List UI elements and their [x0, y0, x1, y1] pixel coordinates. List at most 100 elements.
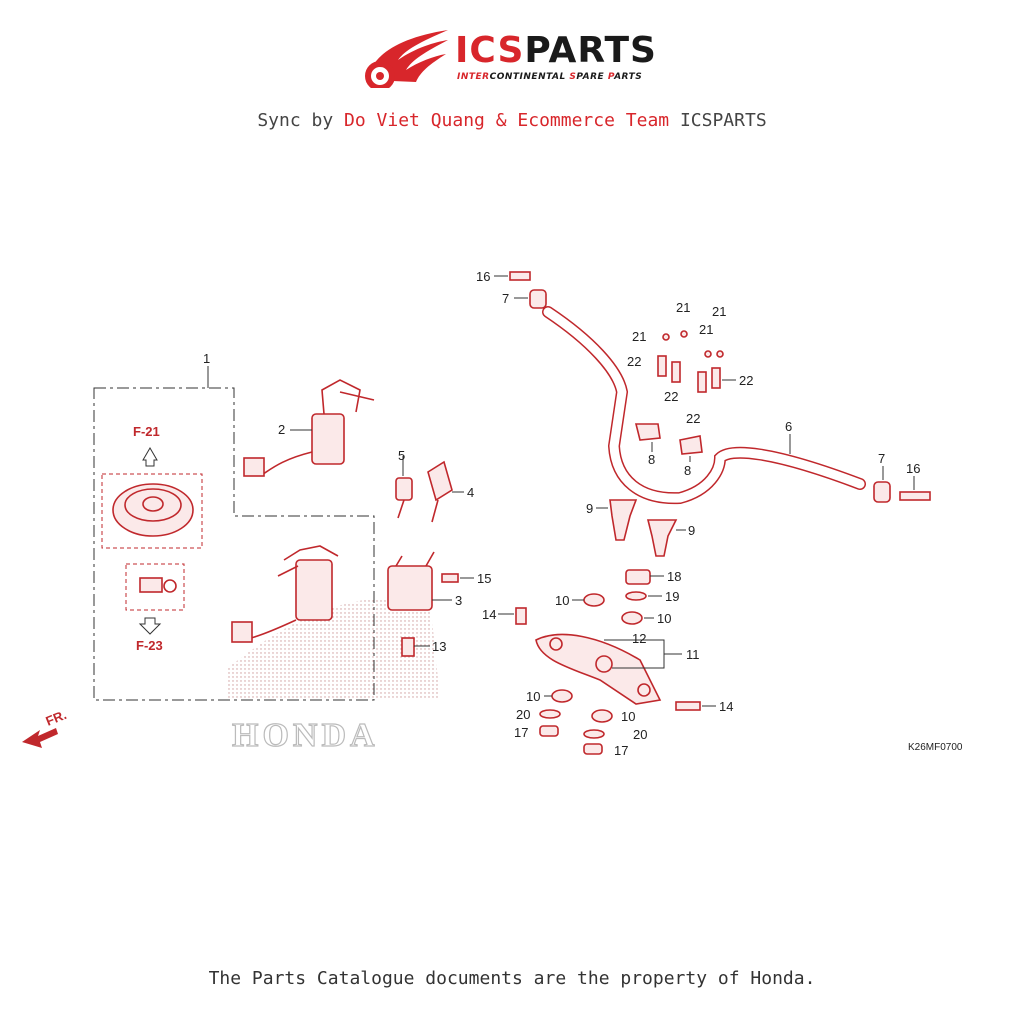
lower-holder-icon — [609, 499, 638, 541]
part-label: 3 — [455, 593, 462, 608]
bar-end-weight-icon — [873, 481, 891, 503]
part-label: 21 — [712, 304, 726, 319]
part-label: 22 — [664, 389, 678, 404]
part-label: 18 — [667, 569, 681, 584]
stem-nut-icon — [625, 569, 651, 585]
rubber-icon — [551, 689, 573, 703]
part-label: 11 — [686, 647, 700, 662]
part-label: 14 — [482, 607, 496, 622]
part-label: 2 — [278, 422, 285, 437]
tagline-part: INTER — [457, 72, 490, 82]
holder-bolt-icon — [711, 367, 721, 389]
part-label: 6 — [785, 419, 792, 434]
nut-icon — [583, 743, 603, 755]
brand-suffix: PARTS — [524, 30, 657, 71]
washer-icon — [680, 330, 688, 338]
screw-icon — [441, 573, 459, 583]
ignition-switch-icon — [311, 413, 345, 465]
switch-connector-icon — [243, 457, 265, 477]
part-label: 20 — [516, 707, 530, 722]
tagline-part: PARE — [576, 72, 608, 82]
sync-credit: Sync by Do Viet Quang & Ecommerce Team I… — [0, 110, 1024, 131]
part-label: 21 — [676, 300, 690, 315]
ref-f21: F-21 — [133, 424, 160, 439]
part-label: 1 — [203, 351, 210, 366]
clip-icon — [401, 637, 415, 657]
washer-icon — [716, 350, 724, 358]
part-label: 17 — [614, 743, 628, 758]
arrow-up-icon — [142, 447, 158, 467]
part-label: 22 — [627, 354, 641, 369]
rubber-icon — [591, 709, 613, 723]
bar-end-bolt-icon — [899, 491, 931, 501]
part-label: 17 — [514, 725, 528, 740]
part-label: 16 — [906, 461, 920, 476]
washer-icon — [539, 709, 561, 719]
key-fob-icon — [427, 460, 453, 502]
tagline-part: CONTINENTAL — [489, 72, 570, 82]
sync-suffix: ICSPARTS — [669, 110, 767, 131]
handlebar-holder-icon — [679, 435, 703, 455]
pinch-bolt-icon — [515, 607, 527, 625]
holder-bolt-icon — [697, 371, 707, 393]
lower-holder-icon — [646, 519, 678, 557]
part-label: 16 — [476, 269, 490, 284]
part-label: 7 — [502, 291, 509, 306]
honda-wing-watermark — [228, 597, 440, 700]
ref-f23: F-23 — [136, 638, 163, 653]
sync-prefix: Sync by — [257, 110, 345, 131]
brand-prefix: ICS — [455, 30, 525, 71]
part-label: 4 — [467, 485, 474, 500]
fuel-cap-box — [101, 473, 203, 549]
washer-icon — [662, 333, 670, 341]
front-direction-label: FR. — [44, 707, 69, 729]
part-label: 21 — [632, 329, 646, 344]
part-label: 20 — [633, 727, 647, 742]
part-label: 19 — [665, 589, 679, 604]
honda-watermark-text: HONDA — [232, 717, 379, 754]
part-label: 9 — [586, 501, 593, 516]
ignition-assembly-icon — [295, 559, 333, 621]
lock-cylinder-icon — [139, 577, 163, 593]
front-direction-arrow-icon — [22, 728, 58, 748]
switch-body-icon — [387, 565, 433, 611]
handlebar-holder-icon — [634, 423, 661, 441]
part-label: 14 — [719, 699, 733, 714]
cylinder-box — [125, 563, 185, 611]
set-bracket — [93, 387, 375, 701]
part-label: 10 — [526, 689, 540, 704]
footer-notice: The Parts Catalogue documents are the pr… — [208, 968, 816, 989]
part-label: 12 — [632, 631, 646, 646]
part-label: 10 — [657, 611, 671, 626]
part-label: 21 — [699, 322, 713, 337]
holder-bolt-icon — [657, 355, 667, 377]
part-label: 8 — [648, 452, 655, 467]
washer-icon — [625, 591, 647, 601]
part-label: 10 — [555, 593, 569, 608]
tagline-part: S — [569, 72, 577, 82]
part-label: 5 — [398, 448, 405, 463]
icsparts-logo-wing-icon — [365, 30, 448, 88]
key-icon — [395, 477, 413, 501]
brand-name: ICSPARTS — [455, 30, 657, 71]
part-label: 22 — [686, 411, 700, 426]
bar-end-weight-icon — [529, 289, 547, 309]
rubber-icon — [621, 611, 643, 625]
arrow-down-icon — [138, 617, 162, 635]
washer-icon — [704, 350, 712, 358]
part-label: 13 — [432, 639, 446, 654]
tagline-part: ARTS — [614, 72, 643, 82]
part-label: 7 — [878, 451, 885, 466]
tagline-part: P — [607, 72, 615, 82]
nut-icon — [539, 725, 559, 737]
part-label: 10 — [621, 709, 635, 724]
pinch-bolt-icon — [675, 701, 701, 711]
bar-end-bolt-icon — [509, 271, 531, 281]
drawing-code: K26MF0700 — [908, 742, 963, 753]
part-label: 22 — [739, 373, 753, 388]
holder-bolt-icon — [671, 361, 681, 383]
washer-icon — [583, 729, 605, 739]
sync-author: Do Viet Quang & Ecommerce Team — [344, 110, 670, 131]
rubber-icon — [583, 593, 605, 607]
brand-tagline: INTERCONTINENTAL SPARE PARTS — [457, 72, 642, 82]
